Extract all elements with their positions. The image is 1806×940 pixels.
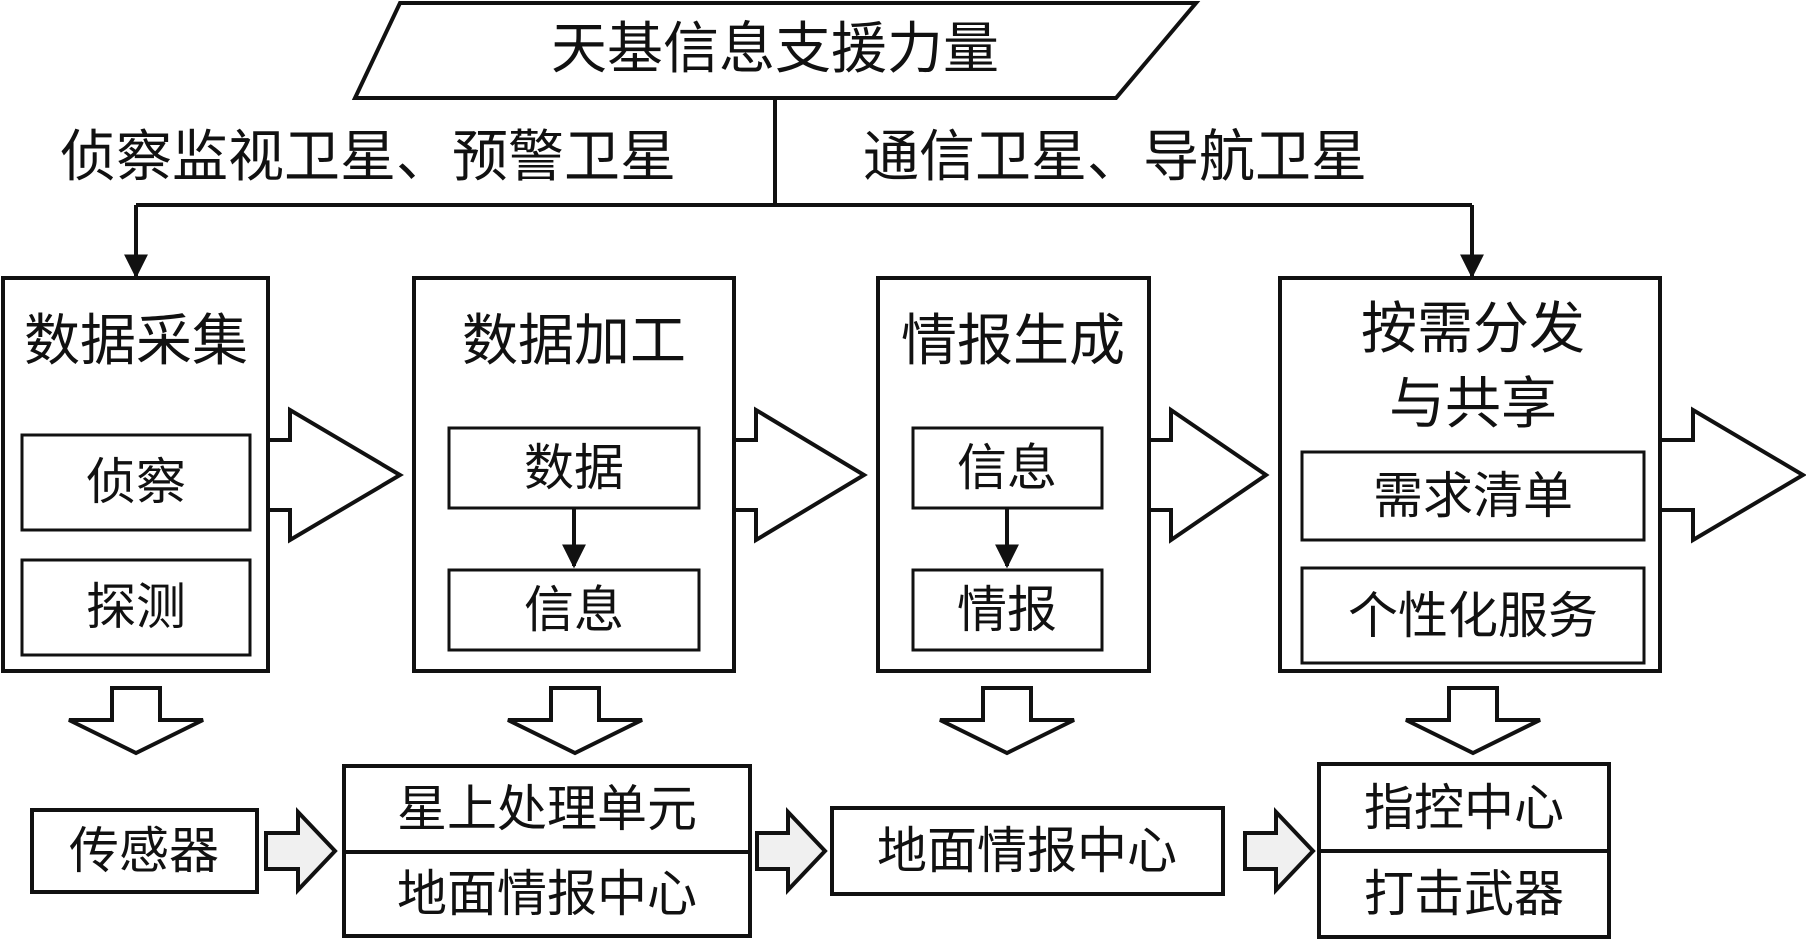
platform-box-ground-2 <box>830 806 1225 896</box>
stage-flow-arrow-2 <box>732 406 868 544</box>
item-box-personal-service <box>1300 566 1646 665</box>
down-arrow-4 <box>1405 686 1541 756</box>
platform-box-weapon <box>1317 849 1611 939</box>
platform-arrow-1 <box>264 806 338 896</box>
platform-box-ground-1 <box>342 850 752 938</box>
item-box-info <box>447 568 701 652</box>
down-arrow-3 <box>939 686 1075 756</box>
item-box-info2 <box>911 426 1104 510</box>
platform-arrow-2 <box>755 806 828 896</box>
item-box-data <box>447 426 701 510</box>
flow-arrow-1 <box>268 410 288 415</box>
item-box-detect <box>20 558 252 657</box>
platform-box-sensor <box>30 808 259 894</box>
item-box-demand-list <box>1300 450 1646 542</box>
title-parallelogram <box>351 1 1201 100</box>
down-arrow-2 <box>507 686 643 756</box>
stage-flow-arrow-4 <box>1658 406 1806 544</box>
platform-box-onboard <box>342 764 752 854</box>
platform-box-command <box>1317 762 1611 853</box>
stage-flow-arrow-1 <box>266 406 404 544</box>
item-box-recon <box>20 433 252 532</box>
platform-arrow-3 <box>1243 806 1316 896</box>
down-arrow-1 <box>68 686 204 756</box>
stage-flow-arrow-3 <box>1147 406 1270 544</box>
item-box-intel <box>911 568 1104 652</box>
